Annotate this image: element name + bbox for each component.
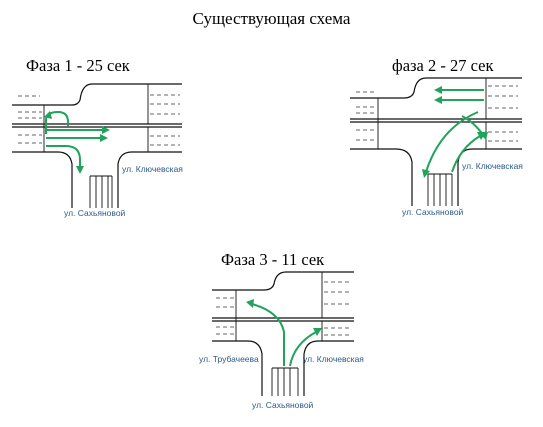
phase-2-arrows — [422, 86, 488, 178]
phase-3-title: Фаза 3 - 11 сек — [221, 250, 325, 269]
phase-2-street-klyuchevskaya: ул. Ключевская — [462, 161, 523, 171]
phase-1-title: Фаза 1 - 25 сек — [26, 56, 130, 75]
phase-1-street-klyuchevskaya: ул. Ключевская — [122, 164, 183, 174]
phase-1-roads — [12, 83, 182, 208]
phase-3-arrows — [246, 299, 322, 367]
page-title: Существующая схема — [192, 9, 351, 28]
phase-3-diagram — [212, 271, 354, 396]
phase-3-street-sakhyanovoy: ул. Сахьяновой — [252, 400, 314, 410]
phase-3-street-klyuchevskaya: ул. Ключевская — [303, 354, 364, 364]
phase-1-arrows — [44, 110, 110, 174]
phase-2-street-sakhyanovoy: ул. Сахьяновой — [402, 207, 464, 217]
phase-2-roads — [350, 77, 522, 206]
phase-1-street-sakhyanovoy: ул. Сахьяновой — [64, 208, 126, 218]
phase-1-diagram — [12, 83, 182, 208]
phase-2-diagram — [350, 77, 522, 206]
phase-3-roads — [212, 271, 354, 396]
phase-3-street-trubacheeva: ул. Трубачеева — [199, 354, 259, 364]
phase-2-title: фаза 2 - 27 сек — [392, 56, 494, 75]
